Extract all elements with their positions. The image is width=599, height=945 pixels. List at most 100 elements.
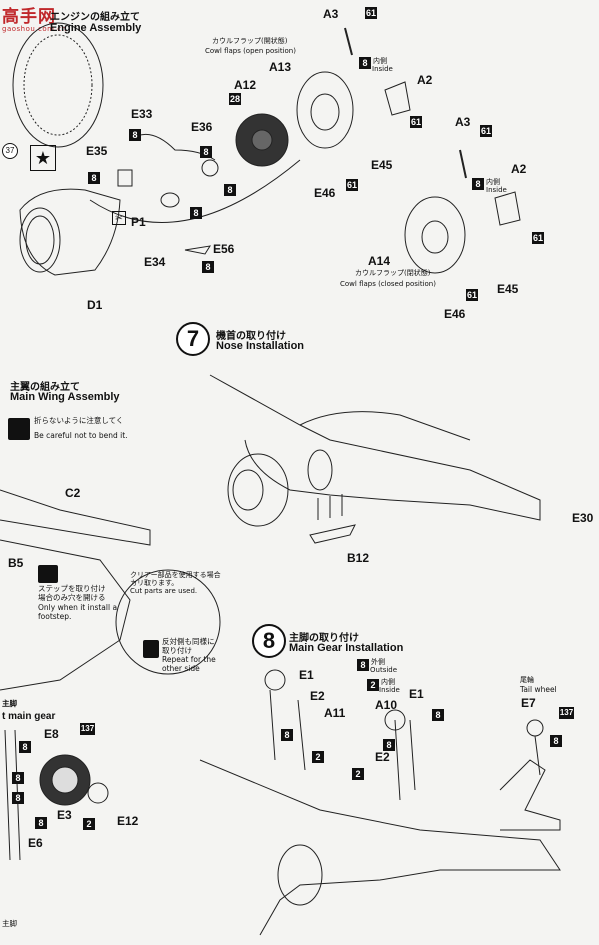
part-label-e1-right: E1 xyxy=(409,687,424,701)
inside-en-2: Inside xyxy=(486,186,507,194)
cowl-flap-open-drawing xyxy=(296,71,354,149)
badge-8: 8 xyxy=(472,178,484,190)
part-label-p1: P1 xyxy=(131,215,146,229)
drill-hole-icon xyxy=(38,565,58,583)
note-step-en-2: footstep. xyxy=(38,612,72,621)
note-clear-jp-2: カリ取ります。 xyxy=(130,579,179,587)
part-label-a14: A14 xyxy=(368,254,391,268)
note-repeat-en-1: Repeat for the xyxy=(162,655,216,664)
main-gear-title-en: Main Gear Installation xyxy=(289,642,404,654)
exhaust-a2-top-drawing xyxy=(384,81,411,116)
badge-137: 137 xyxy=(80,723,95,735)
badge-8: 8 xyxy=(12,772,24,784)
badge-8: 8 xyxy=(35,817,47,829)
part-label-e2-right: E2 xyxy=(375,750,390,764)
main-gear-aircraft-drawing xyxy=(199,759,561,936)
part-label-a2-top: A2 xyxy=(417,73,433,87)
badge-28: 28 xyxy=(229,93,241,105)
main-wing-drawing xyxy=(0,489,151,546)
badge-8: 8 xyxy=(357,659,369,671)
part-label-e56: E56 xyxy=(213,242,235,256)
outside-en: Outside xyxy=(370,666,398,674)
outside-jp: 外側 xyxy=(371,658,385,666)
badge-8: 8 xyxy=(129,129,141,141)
part-label-e45-top: E45 xyxy=(371,158,393,172)
part-label-a12: A12 xyxy=(234,78,257,92)
badge-8: 8 xyxy=(88,172,100,184)
inside-jp-gear: 内側 xyxy=(381,678,395,686)
note-step-en-1: Only when it install a xyxy=(38,603,118,612)
part-label-e8: E8 xyxy=(44,727,59,741)
badge-8: 8 xyxy=(202,261,214,273)
detail-circle-drawing xyxy=(115,569,221,675)
badge-61: 61 xyxy=(346,179,358,191)
badge-8: 8 xyxy=(281,729,293,741)
part-label-e12: E12 xyxy=(117,814,139,828)
part-b12-drawing xyxy=(309,524,356,544)
part-label-d1: D1 xyxy=(87,298,103,312)
part-label-e46-top: E46 xyxy=(314,186,336,200)
badge-2: 2 xyxy=(367,679,379,691)
watermark-logo: 高手网 gaoshou.com.cn xyxy=(2,2,67,33)
watermark-url: gaoshou.com.cn xyxy=(2,25,67,33)
note-clear-en: Cut parts are used. xyxy=(130,587,198,595)
part-label-a10: A10 xyxy=(375,698,398,712)
inside-en: Inside xyxy=(372,65,393,73)
cowl-open-jp: カウルフラップ(開状態) xyxy=(212,37,288,45)
part-label-e45-bottom: E45 xyxy=(497,282,519,296)
note-step-jp-1: ステップを取り付け xyxy=(38,584,106,593)
part-label-c2: C2 xyxy=(65,486,81,500)
main-gear-title-jp: 主脚の取り付け xyxy=(289,633,359,644)
part-label-a3-top: A3 xyxy=(323,7,339,21)
badge-8: 8 xyxy=(432,709,444,721)
part-label-e34: E34 xyxy=(144,255,166,269)
cut-icon: ✂ xyxy=(112,211,126,225)
cowling-d1-drawing xyxy=(19,188,121,276)
star-insignia-icon: ★ xyxy=(30,145,56,171)
badge-8: 8 xyxy=(190,207,202,219)
watermark-text: 高手网 xyxy=(2,7,56,27)
cowl-open-en: Cowl flaps (open position) xyxy=(205,47,296,55)
badge-8: 8 xyxy=(19,741,31,753)
left-gear-title-jp: 主脚 xyxy=(2,699,17,708)
badge-8: 8 xyxy=(550,735,562,747)
cowl-ring-drawing xyxy=(12,22,104,148)
note-clear-jp-1: クリアー部品を使用する場合 xyxy=(130,571,221,579)
badge-2: 2 xyxy=(352,768,364,780)
cowl-flap-closed-drawing xyxy=(404,196,466,274)
left-gear-title-en: t main gear xyxy=(2,711,56,722)
inside-jp-2: 内側 xyxy=(486,178,500,186)
nose-cowl-drawing xyxy=(227,453,289,527)
part-label-a13: A13 xyxy=(269,60,292,74)
wing-title-jp: 主翼の組み立て xyxy=(10,382,80,393)
repeat-icon xyxy=(143,640,159,658)
part-label-e2-left: E2 xyxy=(310,689,325,703)
part-label-e46-bottom: E46 xyxy=(444,307,466,321)
nose-aircraft-drawing xyxy=(209,374,541,521)
part-label-b12: B12 xyxy=(347,551,370,565)
step-7-number: 7 xyxy=(176,322,210,356)
badge-2: 2 xyxy=(312,751,324,763)
part-label-e35: E35 xyxy=(86,144,108,158)
wing-title-en: Main Wing Assembly xyxy=(10,391,120,403)
part-label-b5: B5 xyxy=(8,556,24,570)
part-label-a11: A11 xyxy=(324,706,346,720)
badge-61: 61 xyxy=(466,289,478,301)
note-bend-en: Be careful not to bend it. xyxy=(34,431,128,440)
part-label-e36: E36 xyxy=(191,120,213,134)
cowl-closed-jp: カウルフラップ(閉状態) xyxy=(355,269,431,277)
part-label-e1-left: E1 xyxy=(299,668,314,682)
badge-8: 8 xyxy=(359,57,371,69)
cowl-closed-en: Cowl flaps (closed position) xyxy=(340,280,436,288)
part-label-e3: E3 xyxy=(57,808,72,822)
badge-8: 8 xyxy=(383,739,395,751)
badge-8: 8 xyxy=(200,146,212,158)
note-repeat-en-2: other side xyxy=(162,664,200,673)
engine-title-jp: エンジンの組み立て xyxy=(50,12,140,23)
exhaust-a2-bottom-drawing xyxy=(494,191,521,226)
badge-2: 2 xyxy=(83,818,95,830)
badge-8: 8 xyxy=(224,184,236,196)
part-label-e33: E33 xyxy=(131,107,153,121)
part-label-e7: E7 xyxy=(521,696,536,710)
